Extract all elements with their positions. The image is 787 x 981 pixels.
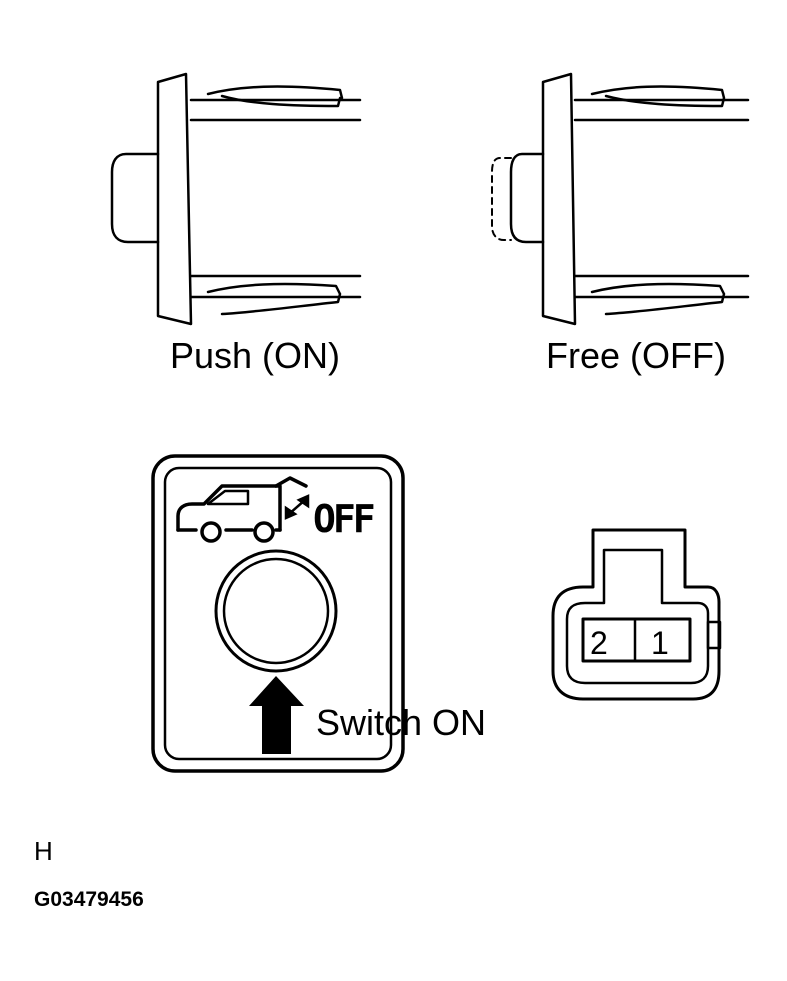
caption-push-on: Push (ON) xyxy=(170,335,340,376)
connector xyxy=(551,528,722,701)
up-arrow-icon xyxy=(249,676,304,754)
callout-switch-on: Switch ON xyxy=(316,702,486,743)
spring-clip-lower xyxy=(206,282,342,316)
connector-latch-tab xyxy=(706,620,722,650)
connector-pin-1: 1 xyxy=(651,625,669,661)
caption-free-off: Free (OFF) xyxy=(546,335,726,376)
spring-clip-upper xyxy=(590,85,726,108)
connector-pin-2: 2 xyxy=(590,625,608,661)
switch-side-view-push xyxy=(110,72,362,326)
bezel-plate xyxy=(541,72,577,326)
figure-code: G03479456 xyxy=(34,888,144,911)
switch-knob-pressed xyxy=(110,152,160,244)
off-badge: OFF xyxy=(313,497,374,541)
spring-clip-upper xyxy=(206,85,344,108)
suv-icon xyxy=(176,476,308,543)
switch-knob xyxy=(509,152,545,244)
connector-terminal-block xyxy=(581,617,692,663)
panel-inner xyxy=(163,466,393,761)
housing-upper xyxy=(189,98,362,122)
spring-clip-lower xyxy=(590,282,726,316)
connector-housing-outer xyxy=(551,528,721,701)
panel-outer xyxy=(151,454,405,773)
connector-housing-inner xyxy=(565,548,710,685)
housing-lower xyxy=(573,274,750,299)
housing-lower xyxy=(189,274,362,299)
corner-letter: H xyxy=(34,836,53,866)
switch-side-view-free xyxy=(491,72,750,326)
housing-upper xyxy=(573,98,750,122)
double-arrow-icon xyxy=(284,494,310,520)
knob-travel-outline xyxy=(491,157,512,241)
push-button[interactable] xyxy=(214,549,338,673)
bezel-plate xyxy=(156,72,193,326)
switch-face-panel: OFF xyxy=(151,454,405,773)
